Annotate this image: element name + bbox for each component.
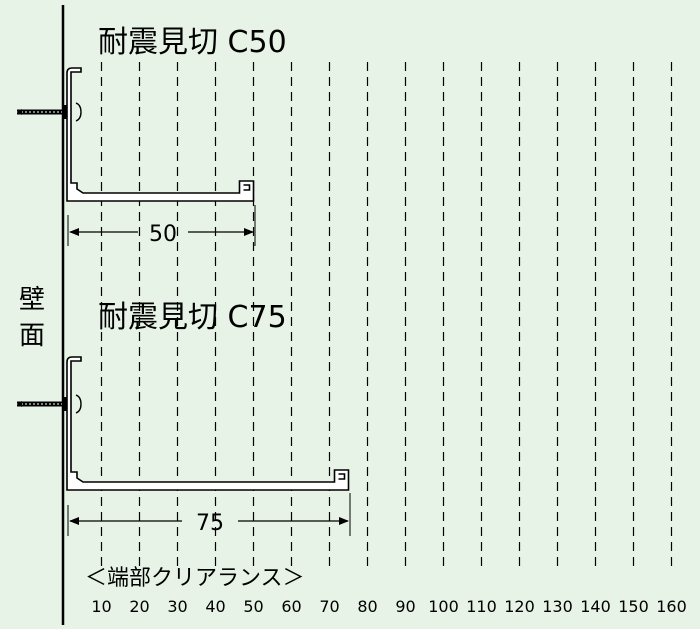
- tick-label-70: 70: [319, 597, 339, 616]
- profile-shape-c75: [66, 356, 350, 491]
- tick-label-150: 150: [618, 597, 649, 616]
- tick-label-100: 100: [428, 597, 459, 616]
- tick-label-80: 80: [357, 597, 377, 616]
- clearance-tick-labels: 10 20 30 40 50 60 70 80 90 100 110 120 130 140 150 160: [91, 597, 686, 616]
- tick-label-30: 30: [167, 597, 187, 616]
- profile-title-c75: 耐震見切 C75: [98, 300, 287, 335]
- tick-label-140: 140: [580, 597, 611, 616]
- wall-label-char-2: 面: [19, 321, 45, 351]
- screw-c75: [17, 397, 68, 411]
- tick-label-20: 20: [129, 597, 149, 616]
- dimension-c50: [67, 205, 256, 246]
- tick-label-90: 90: [395, 597, 415, 616]
- tick-label-40: 40: [205, 597, 225, 616]
- profile-shape-c50: [66, 67, 255, 202]
- tick-label-110: 110: [466, 597, 497, 616]
- dimension-c75: [67, 493, 351, 536]
- screw-head-c50: [75, 102, 82, 122]
- tick-label-130: 130: [542, 597, 573, 616]
- tick-label-10: 10: [91, 597, 111, 616]
- screw-head-c75: [75, 394, 82, 414]
- dimension-label-c50: 50: [149, 222, 177, 247]
- wall-label-char-1: 壁: [19, 285, 45, 315]
- dimension-label-c75: 75: [196, 511, 224, 536]
- tick-label-160: 160: [656, 597, 687, 616]
- profile-title-c50: 耐震見切 C50: [98, 25, 287, 60]
- tick-label-50: 50: [243, 597, 263, 616]
- screw-c50: [17, 105, 68, 119]
- clearance-label: ＜端部クリアランス＞: [85, 566, 305, 591]
- tick-label-120: 120: [504, 597, 535, 616]
- tick-label-60: 60: [281, 597, 301, 616]
